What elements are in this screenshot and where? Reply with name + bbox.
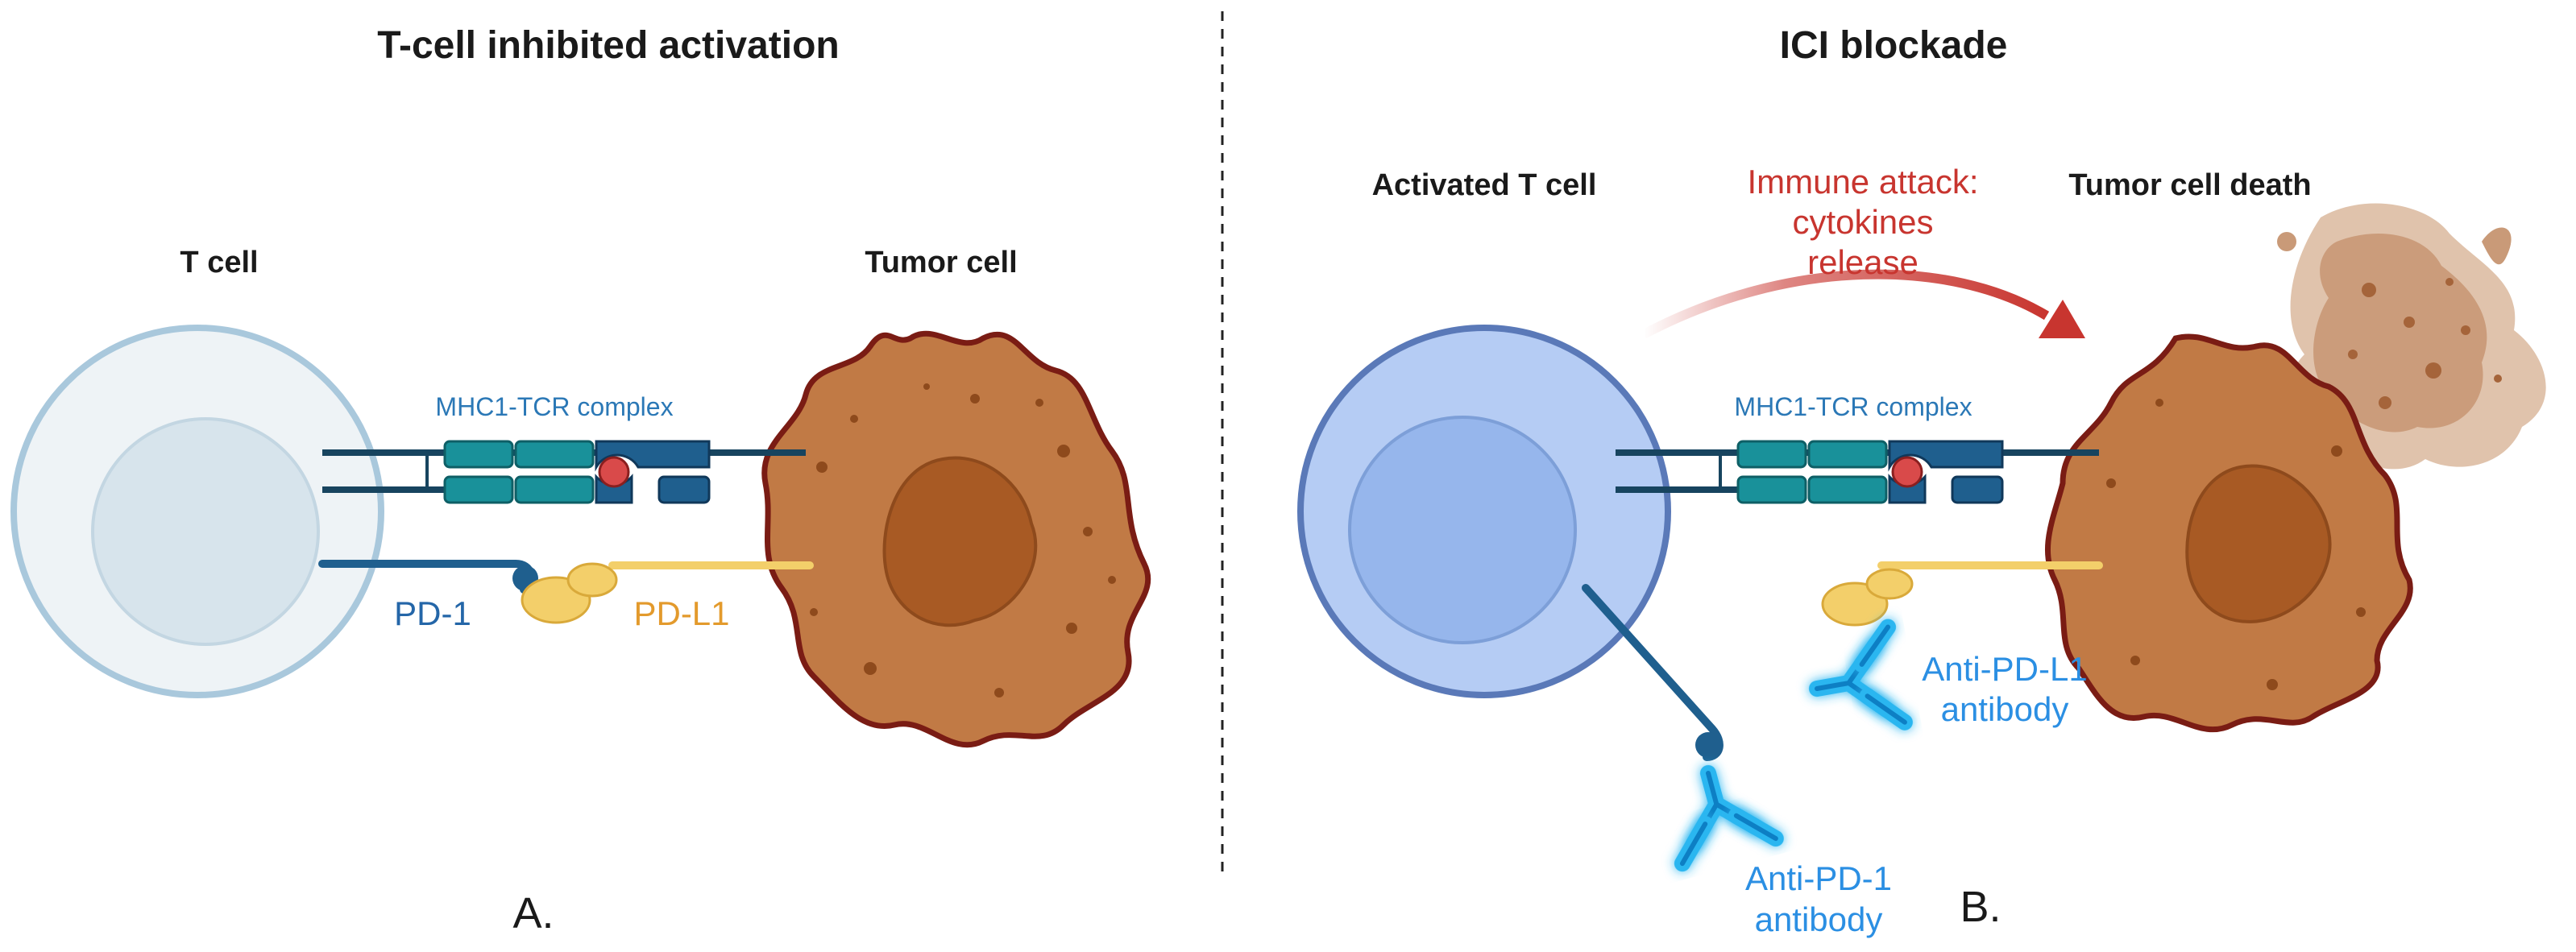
tumor-cell-label: Tumor cell xyxy=(865,246,1017,279)
tumor-granules xyxy=(810,383,1116,697)
anti-pd1-line-2: antibody xyxy=(1755,900,1883,938)
panel-a-title: T-cell inhibited activation xyxy=(377,24,839,67)
attack-arrowhead xyxy=(2039,300,2085,338)
complex-label-a: MHC1-TCR complex xyxy=(435,392,673,421)
anti-pdl1-line-1: Anti-PD-L1 xyxy=(1922,650,2087,688)
anti-pd1-line-1: Anti-PD-1 xyxy=(1745,859,1892,897)
t-cell-nucleus xyxy=(91,417,320,646)
anti-pdl1-line-2: antibody xyxy=(1941,690,2069,728)
pd1-receptor-b xyxy=(1582,584,1724,761)
immune-attack-arrow xyxy=(1641,269,2050,339)
panel-b: ICI blockade Activated T cell Tumor cell… xyxy=(1297,24,2546,938)
panel-a: T-cell inhibited activation T cell Tumor… xyxy=(10,24,1151,938)
tumor-nucleus xyxy=(882,456,1038,627)
attack-line-2: cytokines xyxy=(1792,203,1933,241)
debris-granules xyxy=(2333,278,2502,409)
mhc1-tcr-complex-a xyxy=(322,441,806,503)
pd1-label: PD-1 xyxy=(394,594,471,632)
complex-label-b: MHC1-TCR complex xyxy=(1734,392,1972,421)
anti-pdl1-antibody xyxy=(1809,627,1905,737)
attack-line-1: Immune attack: xyxy=(1747,163,1978,201)
tumor-death-label: Tumor cell death xyxy=(2068,168,2311,202)
t-cell-label: T cell xyxy=(180,246,258,279)
panel-a-letter: A. xyxy=(512,889,554,938)
mhc1-tcr-complex-b xyxy=(1616,441,2099,503)
dying-tumor-nucleus xyxy=(2185,464,2332,623)
pdl1-label: PD-L1 xyxy=(633,594,729,632)
panel-b-letter: B. xyxy=(1960,883,2001,931)
anti-pd1-antibody xyxy=(1661,760,1776,863)
activated-t-cell-label: Activated T cell xyxy=(1372,168,1597,202)
activated-t-cell-nucleus xyxy=(1348,416,1577,644)
panel-b-title: ICI blockade xyxy=(1780,24,2008,67)
